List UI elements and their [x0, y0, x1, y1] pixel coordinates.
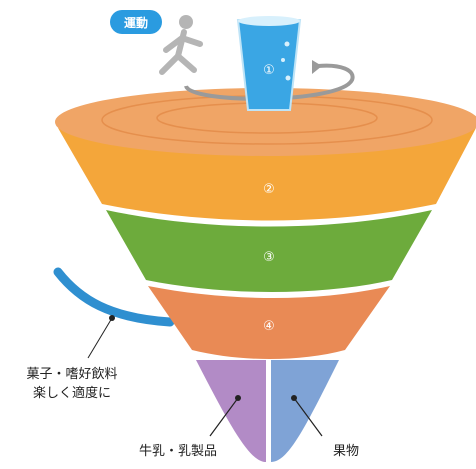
- rotation-arrowhead: [312, 60, 322, 74]
- exercise-badge: 運動: [110, 10, 162, 34]
- tier-4-segment: [148, 286, 390, 359]
- snack-caption-pointer-line: [87, 317, 113, 359]
- tier-1-number: ①: [263, 63, 275, 78]
- milk-pointer: [209, 397, 239, 437]
- snacks-caption-line-1: 菓子・嗜好飲料: [26, 366, 117, 382]
- tier-3-segment: [106, 210, 432, 292]
- fruit-pointer-dot: [291, 395, 297, 401]
- water-bubble: [285, 75, 291, 81]
- fruit-pointer: [293, 397, 323, 437]
- water-bubble: [284, 41, 290, 47]
- exercise-label: 運動: [124, 15, 148, 30]
- water-glass-rim: [238, 16, 300, 26]
- rotation-arrow: [184, 63, 355, 101]
- tier-2-number: ②: [263, 182, 275, 197]
- fruit-label: 果物: [333, 444, 359, 459]
- water-bubble: [281, 58, 285, 62]
- tier-4-number: ④: [263, 319, 275, 334]
- milk-dairy-segment: [196, 360, 266, 462]
- milk-dairy-label: 牛乳・乳製品: [139, 444, 217, 459]
- fruit-segment: [271, 360, 339, 462]
- snack-string: [53, 267, 175, 327]
- milk-pointer-dot: [235, 395, 241, 401]
- runner-figure: [159, 15, 203, 75]
- tier-3-number: ③: [263, 250, 275, 265]
- snacks-caption-line-2: 楽しく適度に: [33, 385, 111, 401]
